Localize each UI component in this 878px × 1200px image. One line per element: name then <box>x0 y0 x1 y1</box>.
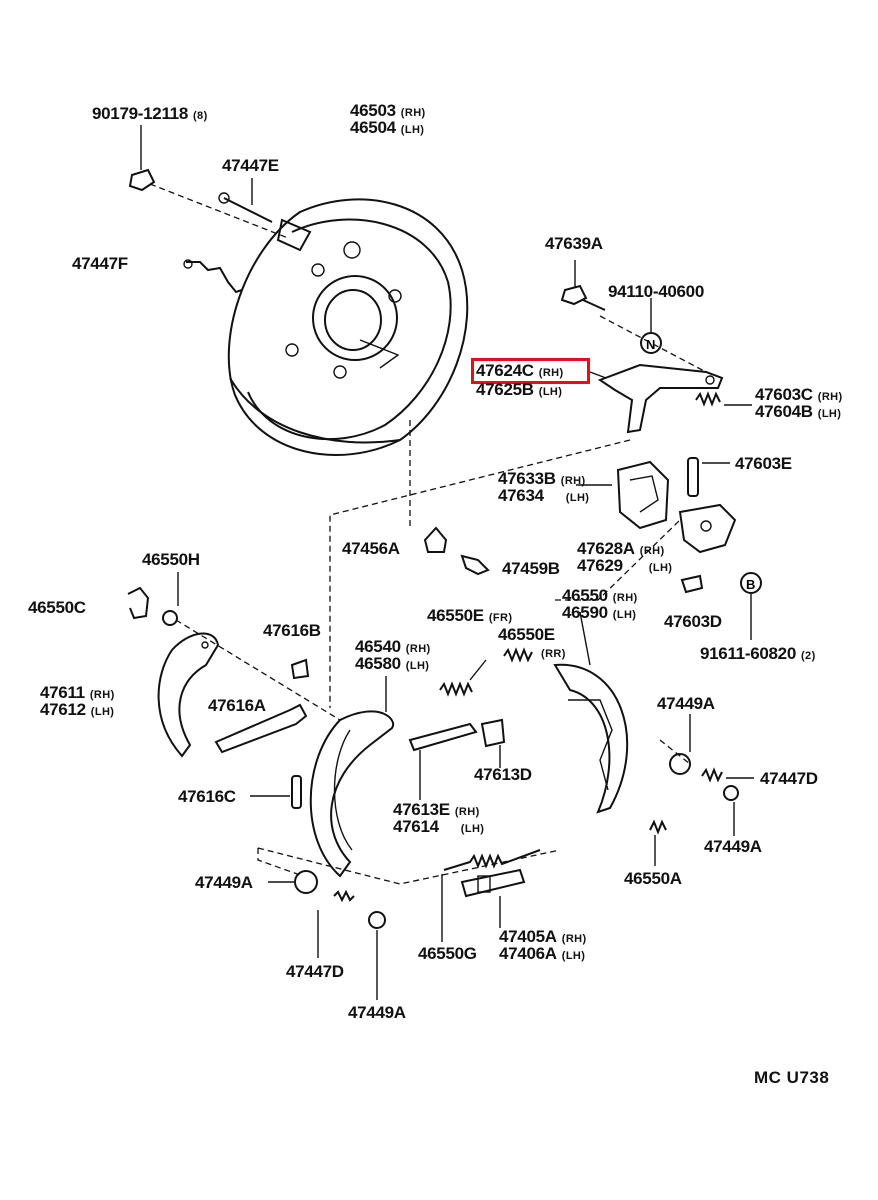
label-47449a-4: 47449A <box>348 1003 406 1022</box>
retainer-47449a-left <box>268 870 318 894</box>
label-47405a: 47405A(RH) <box>499 927 587 946</box>
strut-47405a <box>460 868 526 928</box>
label-47616b: 47616B <box>263 621 321 640</box>
label-46550e: 46550E <box>498 625 555 644</box>
label-47625b: 47625B(LH) <box>476 380 563 399</box>
nut-90179 <box>128 125 156 192</box>
label-46550c: 46550C <box>28 598 86 617</box>
label-47633b: 47633B(RH) <box>498 469 586 488</box>
part-47456a <box>423 526 448 553</box>
bracket-47633b <box>576 460 670 530</box>
spring-47447d-right <box>701 767 754 783</box>
label-47603c: 47603C(RH) <box>755 385 843 404</box>
cable-47616a <box>214 703 308 754</box>
pin-47603e <box>687 457 730 497</box>
brake-shoe-rear <box>553 611 629 814</box>
nut-n-marker: N <box>640 298 662 354</box>
label-47447d-2: 47447D <box>286 962 344 981</box>
label-47449a-2: 47449A <box>704 837 762 856</box>
bolt-b-marker: B <box>740 572 762 640</box>
label-47449a-1: 47449A <box>657 694 715 713</box>
label-47604b: 47604B(LH) <box>755 402 842 421</box>
plate-47628a <box>678 503 737 554</box>
adjuster-47613e <box>408 722 478 800</box>
label-47449a-3: 47449A <box>195 873 253 892</box>
label-47603e: 47603E <box>735 454 792 473</box>
label-47611: 47611(RH) <box>40 683 115 702</box>
label-rr: (RR) <box>541 648 566 660</box>
label-47613d: 47613D <box>474 765 532 784</box>
label-91611-60820: 91611-60820(2) <box>700 644 816 663</box>
adjuster-spring-47613d <box>480 718 506 768</box>
label-46590: 46590(LH) <box>562 603 637 622</box>
pin-47447e <box>218 178 273 223</box>
retainer-47449a-right <box>669 714 691 775</box>
label-47634: 47634(LH) <box>498 486 590 505</box>
svg-text:B: B <box>746 577 755 592</box>
washer-47449a-left <box>368 911 386 1000</box>
reference-lines <box>149 183 707 885</box>
spring-46550e-fr <box>439 659 487 697</box>
label-47616a: 47616A <box>208 696 266 715</box>
label-94110-40600: 94110-40600 <box>608 282 704 301</box>
label-47624c: 47624C(RH) <box>476 361 564 380</box>
drawing-code: MC U738 <box>754 1068 830 1087</box>
label-47447d-1: 47447D <box>760 769 818 788</box>
label-47612: 47612(LH) <box>40 700 115 719</box>
backing-plate <box>227 198 469 456</box>
clip-46550c <box>127 586 150 620</box>
bolt-47459b <box>460 554 490 576</box>
label-47459b: 47459B <box>502 559 560 578</box>
clip-47616b <box>290 658 310 680</box>
bolt-47639a <box>560 260 606 311</box>
label-47639a: 47639A <box>545 234 603 253</box>
label-46580: 46580(LH) <box>355 654 430 673</box>
clip-47447f <box>183 259 243 294</box>
washer-46550h <box>162 572 179 626</box>
label-46504: 46504(LH) <box>350 118 425 137</box>
highlight-box <box>471 358 590 384</box>
label-47628a: 47628A(RH) <box>577 539 665 558</box>
label-46550e-fr: 46550E(FR) <box>427 606 513 625</box>
label-46550h: 46550H <box>142 550 200 569</box>
svg-text:N: N <box>646 337 655 352</box>
parking-brake-lever <box>589 363 724 434</box>
label-46550g: 46550G <box>418 944 477 963</box>
label-47603d: 47603D <box>664 612 722 631</box>
label-46550: 46550(RH) <box>562 586 638 605</box>
washer-47449a-right <box>723 785 739 836</box>
spring-47447d-left <box>317 889 355 958</box>
brake-shoe-front <box>309 676 395 878</box>
label-46550a: 46550A <box>624 869 682 888</box>
label-47406a: 47406A(LH) <box>499 944 586 963</box>
label-47614: 47614(LH) <box>393 817 485 836</box>
label-90179-12118: 90179-12118(8) <box>92 104 208 123</box>
label-47447e: 47447E <box>222 156 279 175</box>
label-47613e: 47613E(RH) <box>393 800 480 819</box>
spring-46550e-rr <box>503 647 533 663</box>
label-47447f: 47447F <box>72 254 128 273</box>
pin-47616c <box>250 775 302 809</box>
clip-47603d <box>680 574 704 594</box>
shoe-lever-47611 <box>157 632 220 758</box>
label-47456a: 47456A <box>342 539 400 558</box>
label-46540: 46540(RH) <box>355 637 431 656</box>
pin-46550a <box>649 819 667 866</box>
label-47629: 47629(LH) <box>577 556 673 575</box>
spring-47603c <box>695 391 752 407</box>
label-47616c: 47616C <box>178 787 236 806</box>
label-46503: 46503(RH) <box>350 101 426 120</box>
